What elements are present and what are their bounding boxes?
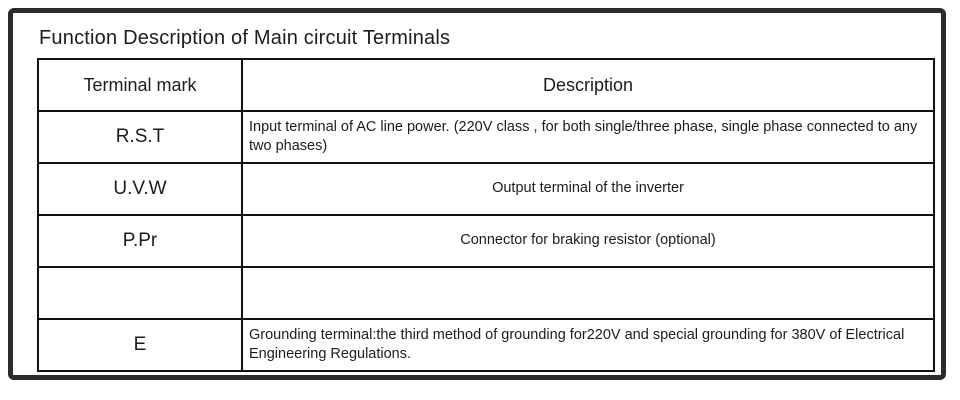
terminal-mark-cell bbox=[37, 266, 243, 320]
description-cell: Connector for braking resistor (optional… bbox=[241, 214, 935, 268]
description-cell: Grounding terminal:the third method of g… bbox=[241, 318, 935, 372]
table-row-ppr: P.Pr Connector for braking resistor (opt… bbox=[37, 214, 935, 268]
header-cell-description: Description bbox=[241, 58, 935, 112]
table-row-rst: R.S.T Input terminal of AC line power. (… bbox=[37, 110, 935, 164]
page-title: Function Description of Main circuit Ter… bbox=[39, 27, 451, 49]
description-cell bbox=[241, 266, 935, 320]
terminal-mark-cell: P.Pr bbox=[37, 214, 243, 268]
table-row-e: E Grounding terminal:the third method of… bbox=[37, 318, 935, 372]
header-cell-terminal-mark: Terminal mark bbox=[37, 58, 243, 112]
table-row-empty bbox=[37, 266, 935, 320]
table-header-row: Terminal mark Description bbox=[37, 58, 935, 112]
terminal-mark-cell: E bbox=[37, 318, 243, 372]
description-cell: Input terminal of AC line power. (220V c… bbox=[241, 110, 935, 164]
terminals-table: Terminal mark Description R.S.T Input te… bbox=[37, 58, 935, 372]
document-frame: Function Description of Main circuit Ter… bbox=[8, 8, 946, 380]
description-cell: Output terminal of the inverter bbox=[241, 162, 935, 216]
table-row-uvw: U.V.W Output terminal of the inverter bbox=[37, 162, 935, 216]
terminal-mark-cell: R.S.T bbox=[37, 110, 243, 164]
terminal-mark-cell: U.V.W bbox=[37, 162, 243, 216]
